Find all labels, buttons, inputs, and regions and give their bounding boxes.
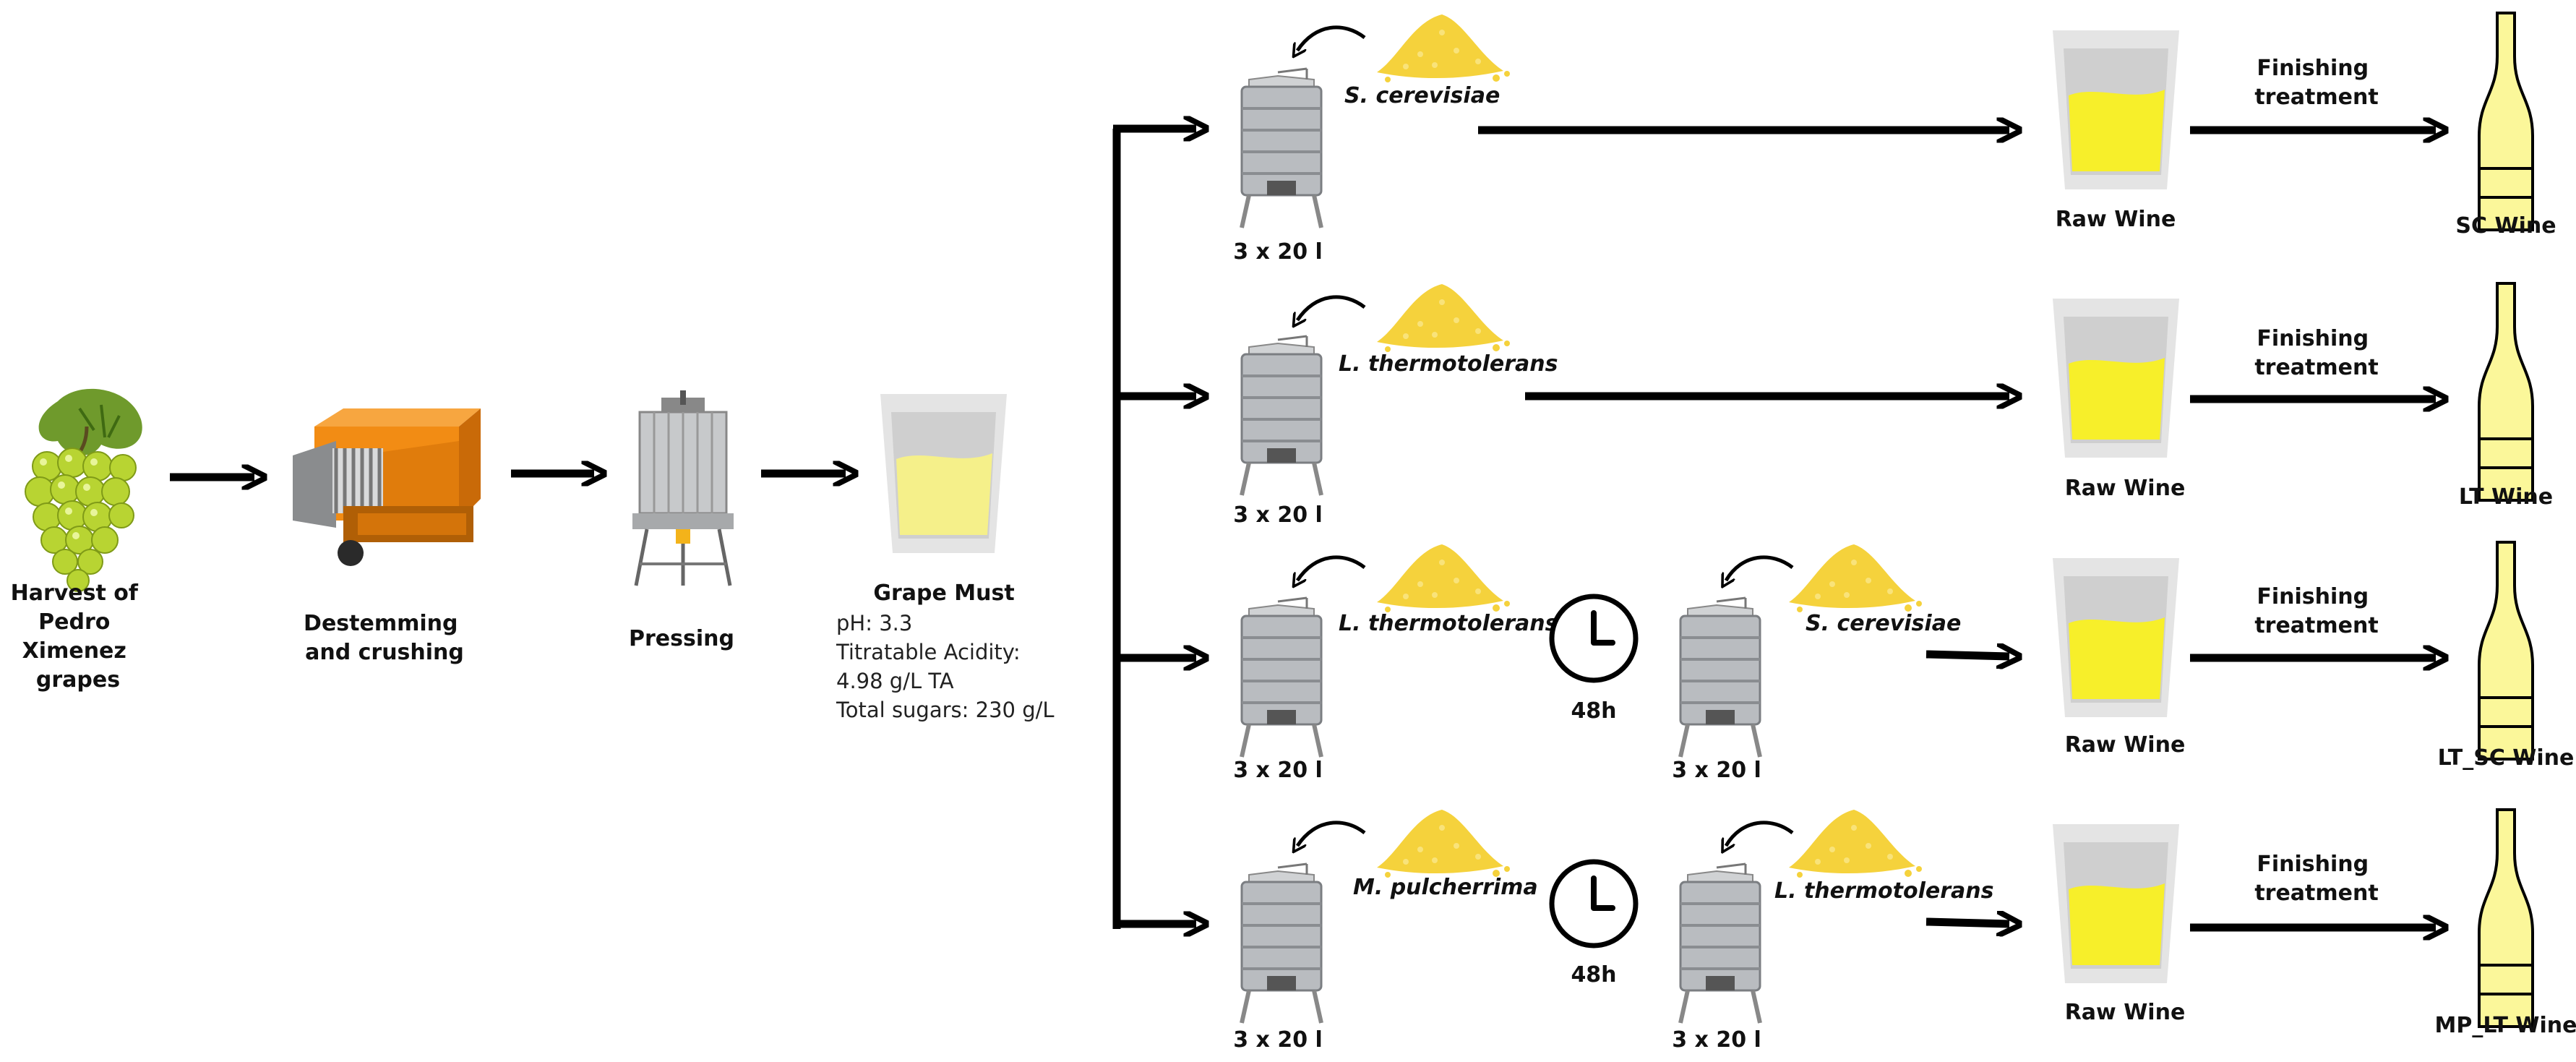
tank-volume-label: 3 x 20 l (1233, 239, 1323, 265)
delay-label: 48h (1571, 962, 1616, 988)
branch-mp-lt: 3 x 20 l M. pulcherrima 48h 3 x 20 l L. … (1233, 808, 2576, 1053)
raw-wine-glass-icon (2053, 824, 2179, 983)
branch-lt: 3 x 20 l L. thermotolerans Raw Wine Fini… (1233, 282, 2553, 528)
arrow-to-raw-wine (1925, 654, 2009, 656)
second-tank-volume-label: 3 x 20 l (1672, 758, 1761, 783)
branch-lt-sc: 3 x 20 l L. thermotolerans 48h 3 x 20 l … (1233, 541, 2575, 783)
yeast-label: M. pulcherrima (1353, 875, 1538, 900)
second-yeast-label: S. cerevisiae (1806, 611, 1961, 636)
arrow-to-raw-wine (1925, 922, 2009, 924)
raw-wine-label: Raw Wine (2065, 476, 2186, 501)
yeast-pile-icon (1377, 810, 1510, 878)
wine-bottle-icon (2478, 541, 2534, 761)
yeast-addition-arrow (1297, 555, 1366, 581)
wine-label: SC Wine (2455, 213, 2556, 239)
must-title: Grape Must (873, 581, 1014, 606)
raw-wine-glass-icon (2053, 558, 2179, 717)
tank-icon (1680, 598, 1760, 757)
tank-icon (1680, 864, 1760, 1023)
tank-volume-label: 3 x 20 l (1233, 758, 1323, 783)
yeast-label: S. cerevisiae (1344, 83, 1500, 108)
raw-wine-glass-icon (2053, 30, 2179, 189)
wine-bottle-icon (2478, 808, 2534, 1028)
wine-bottle-icon (2478, 282, 2534, 502)
yeast-label: L. thermotolerans (1339, 351, 1558, 377)
wine-press-icon (632, 390, 734, 586)
yeast-addition-arrow (1297, 25, 1366, 51)
wine-label: LT_SC Wine (2438, 745, 2575, 771)
finishing-label: Finishing treatment (2254, 326, 2378, 380)
tank-volume-label: 3 x 20 l (1233, 502, 1323, 528)
wine-label: LT Wine (2459, 484, 2553, 510)
must-details: pH: 3.3 Titratable Acidity: 4.98 g/L TA … (836, 611, 1055, 722)
second-yeast-label: L. thermotolerans (1774, 878, 1994, 904)
yeast-pile-icon (1789, 810, 1922, 878)
raw-wine-label: Raw Wine (2065, 1000, 2186, 1025)
yeast-label: L. thermotolerans (1339, 611, 1558, 636)
wine-bottle-icon (2478, 12, 2534, 231)
finishing-label: Finishing treatment (2254, 584, 2378, 638)
clock-icon (1552, 596, 1636, 680)
yeast-pile-icon (1377, 14, 1510, 82)
yeast-pile-icon (1789, 544, 1922, 612)
delay-label: 48h (1571, 698, 1616, 724)
pressing-label: Pressing (629, 626, 734, 651)
grapes-icon (25, 389, 142, 591)
yeast-pile-icon (1377, 284, 1510, 352)
branch-sc: 3 x 20 l S. cerevisiae Raw Wine Finishin… (1233, 12, 2556, 265)
yeast-addition-arrow (1726, 555, 1794, 581)
tank-volume-label: 3 x 20 l (1233, 1027, 1323, 1053)
finishing-label: Finishing treatment (2254, 56, 2378, 110)
yeast-addition-arrow (1297, 821, 1366, 846)
destemmer-crusher-icon (293, 408, 481, 566)
yeast-addition-arrow (1297, 295, 1366, 320)
raw-wine-label: Raw Wine (2065, 732, 2186, 758)
yeast-pile-icon (1377, 544, 1510, 612)
clock-icon (1552, 862, 1636, 946)
wine-label: MP_LT Wine (2435, 1013, 2576, 1038)
raw-wine-label: Raw Wine (2056, 207, 2176, 232)
raw-wine-glass-icon (2053, 299, 2179, 458)
finishing-label: Finishing treatment (2254, 852, 2378, 906)
yeast-addition-arrow (1726, 821, 1794, 846)
tank-icon (1242, 598, 1321, 757)
tank-icon (1242, 336, 1321, 495)
must-glass-icon (880, 394, 1007, 553)
tank-icon (1242, 69, 1321, 228)
harvest-label: Harvest of Pedro Ximenez grapes (11, 581, 146, 693)
destemming-label: Destemming and crushing (304, 611, 465, 665)
tank-icon (1242, 864, 1321, 1023)
second-tank-volume-label: 3 x 20 l (1672, 1027, 1761, 1053)
